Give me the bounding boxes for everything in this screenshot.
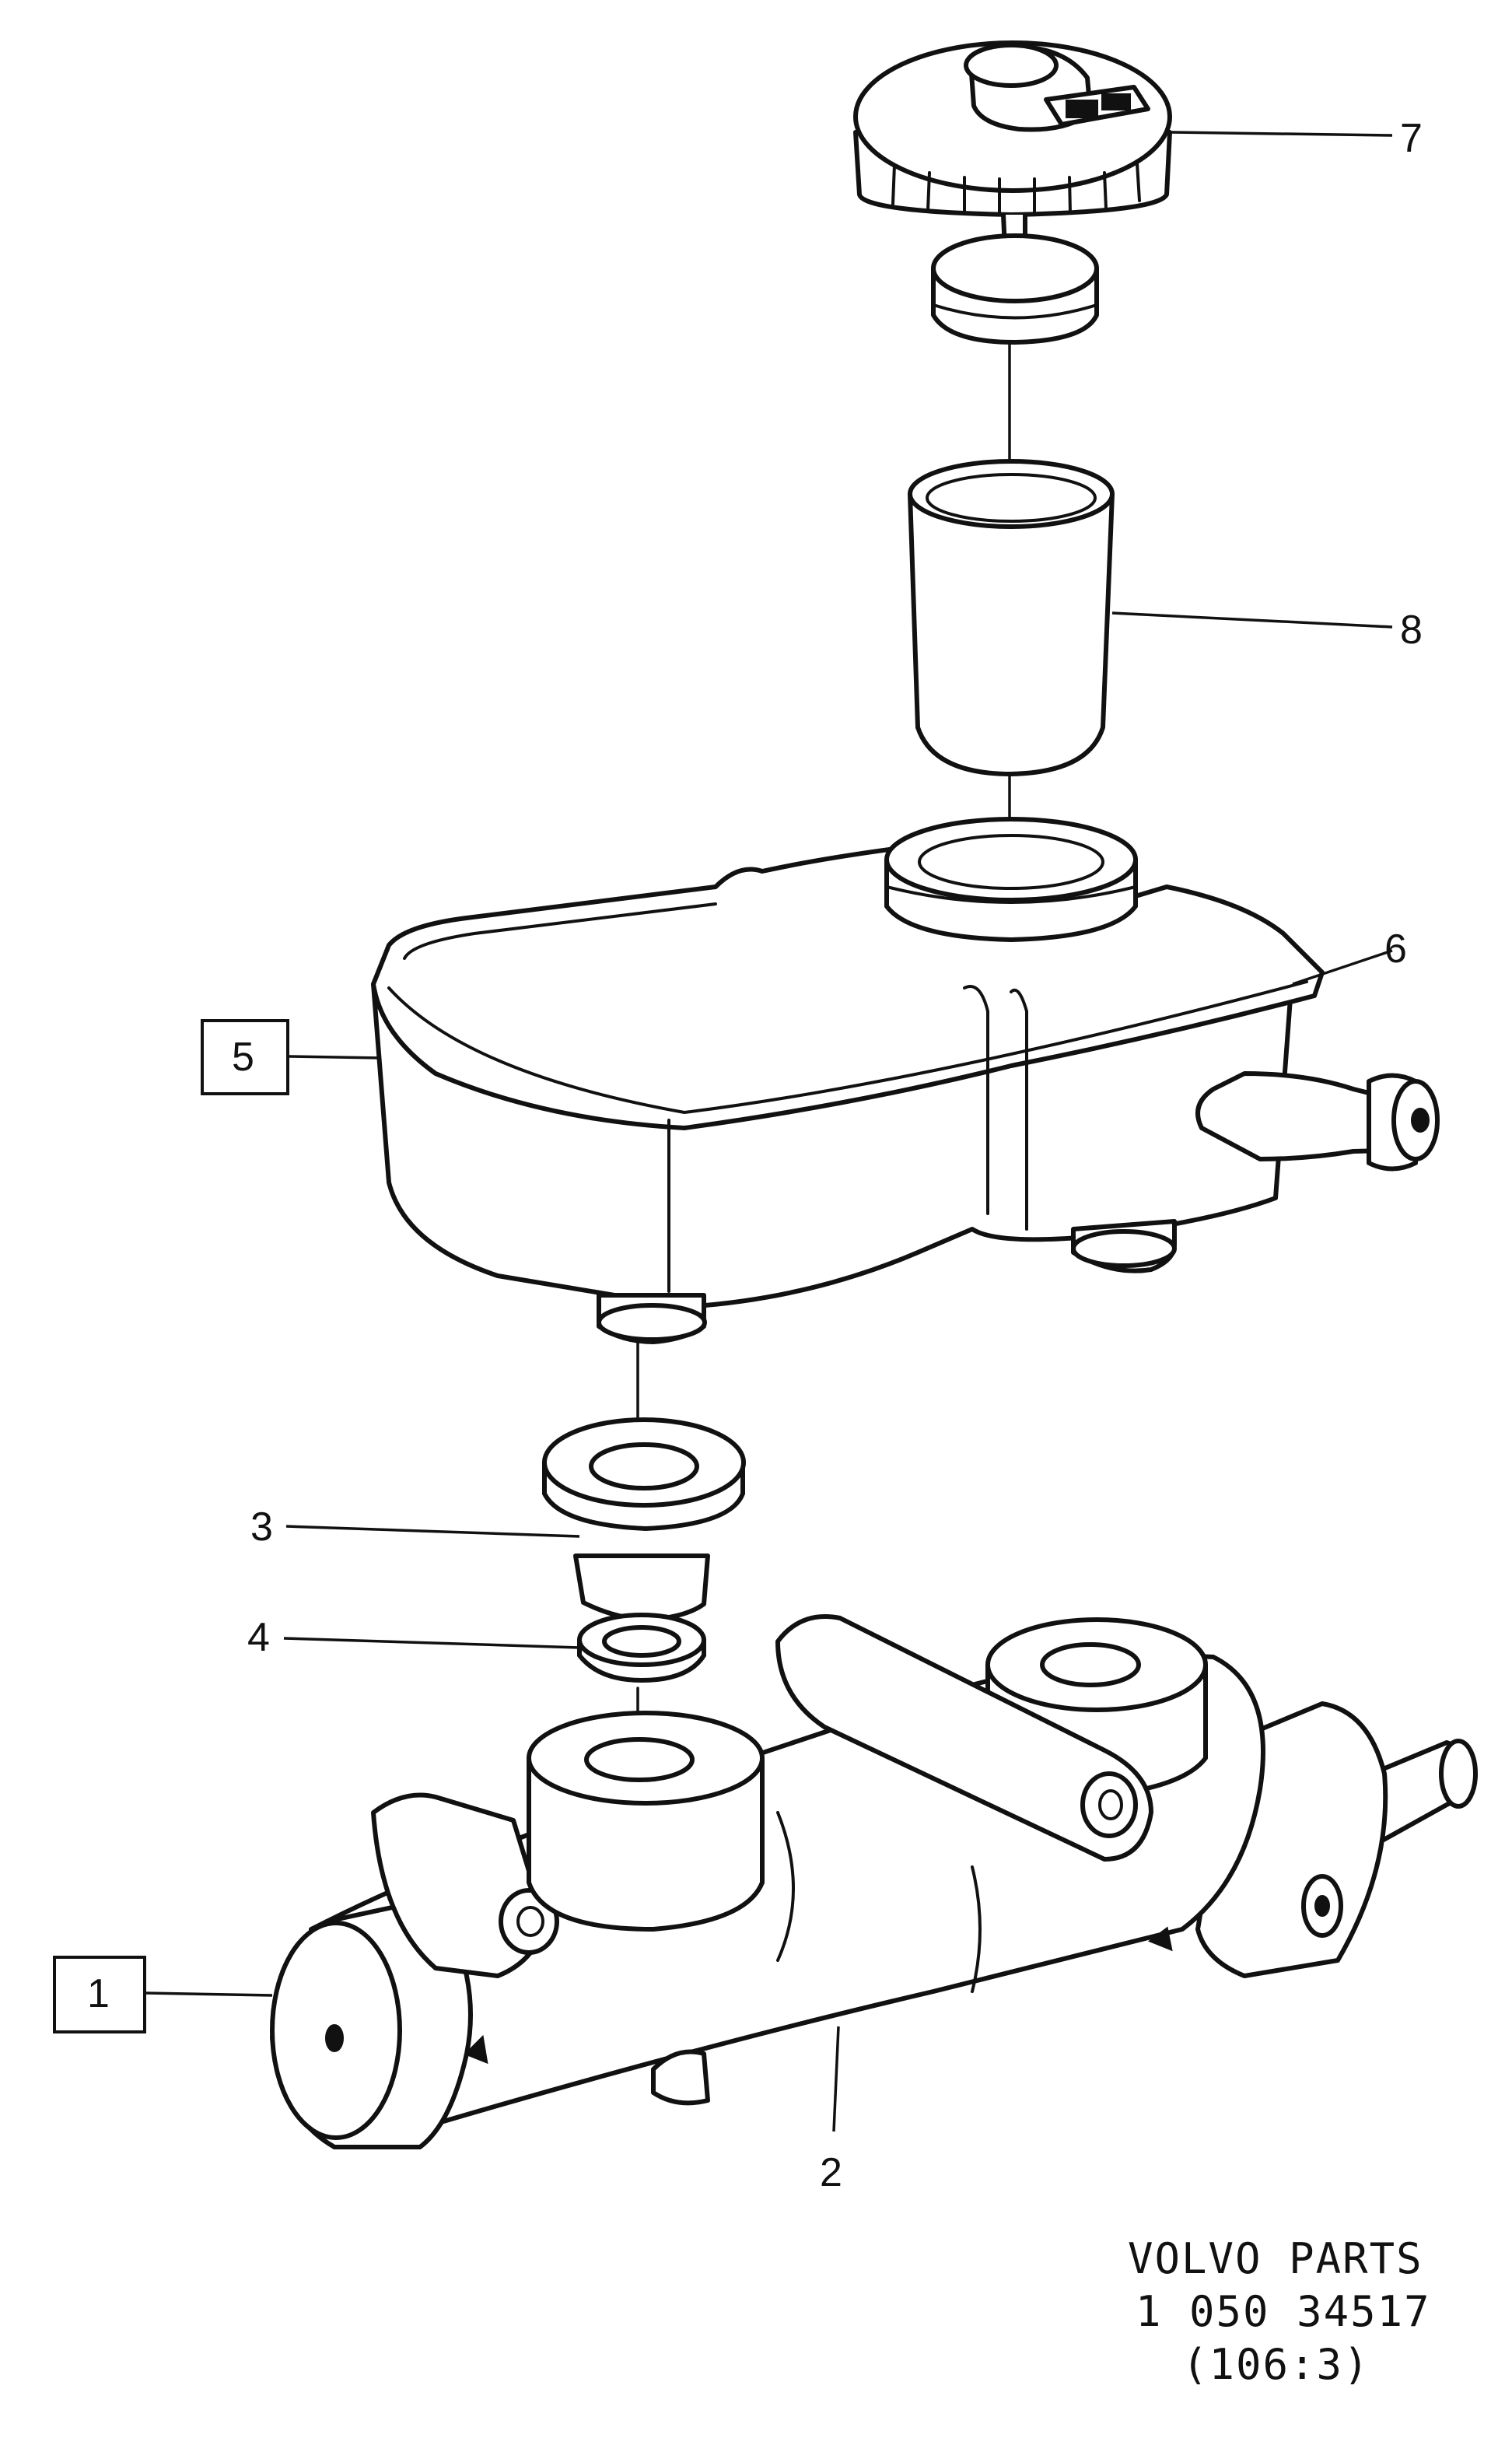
cap-float-seal [931, 233, 1099, 345]
reservoir-cap [853, 40, 1172, 255]
footer-line-1: VOLVO PARTS [1128, 2234, 1423, 2283]
fluid-reservoir [371, 817, 1440, 1344]
callout-6: 6 [1384, 927, 1407, 972]
callout-labels: 7 8 6 5 3 4 1 2 [53, 116, 1423, 2195]
parts-reference-footer: VOLVO PARTS 1 050 34517 (106:3) [1128, 2234, 1431, 2389]
callout-8: 8 [1400, 608, 1423, 653]
callout-7: 7 [1400, 116, 1423, 161]
master-cylinder-body [270, 1614, 1478, 2149]
grommet [542, 1417, 746, 1622]
callout-5: 5 [232, 1035, 254, 1080]
callout-5-box [201, 1019, 289, 1095]
callout-4: 4 [247, 1615, 270, 1660]
strainer-cup [908, 459, 1115, 776]
footer-line-3: (106:3) [1182, 2340, 1370, 2389]
leader-lines [145, 131, 1393, 2132]
callout-1: 1 [87, 1971, 110, 2016]
footer-line-2: 1 050 34517 [1136, 2287, 1431, 2336]
callout-3: 3 [250, 1504, 273, 1550]
seal-ring [577, 1613, 706, 1683]
callout-2: 2 [820, 2150, 842, 2195]
callout-1-box [53, 1956, 146, 2033]
